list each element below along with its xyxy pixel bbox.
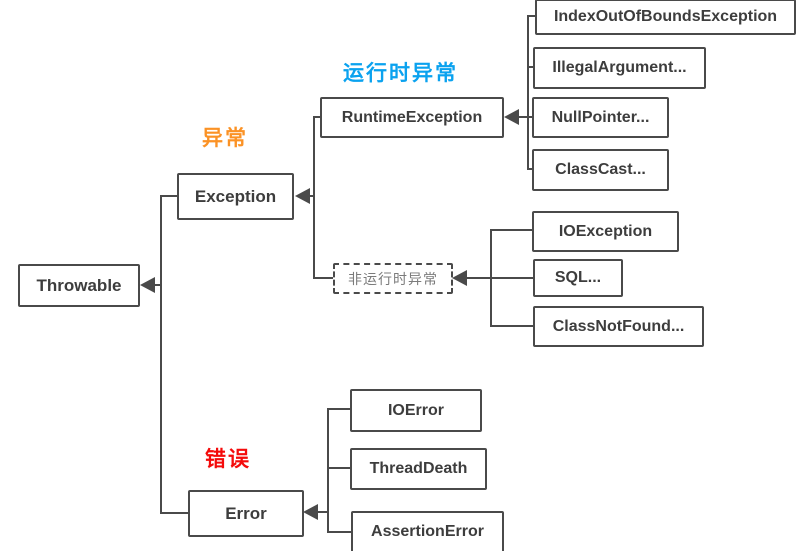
- node-illegal-argument: IllegalArgument...: [533, 47, 706, 89]
- arrowhead-into-non-runtime-icon: [452, 270, 467, 286]
- node-runtime-exception: RuntimeException: [320, 97, 504, 138]
- connector-line: [313, 277, 333, 279]
- node-throwable: Throwable: [18, 264, 140, 307]
- arrowhead-into-error-icon: [303, 504, 318, 520]
- node-error: Error: [188, 490, 304, 537]
- connector-line: [308, 195, 315, 197]
- connector-line: [327, 408, 350, 410]
- connector-line: [490, 325, 533, 327]
- connector-line: [490, 229, 532, 231]
- connector-line: [313, 116, 321, 118]
- node-assertion-error: AssertionError: [351, 511, 504, 551]
- arrowhead-into-throwable-icon: [140, 277, 155, 293]
- connector-line: [160, 512, 188, 514]
- node-sql: SQL...: [533, 259, 623, 297]
- connector-line: [327, 531, 351, 533]
- node-class-cast: ClassCast...: [532, 149, 669, 191]
- connector-line: [327, 409, 329, 533]
- node-non-runtime-exception: 非运行时异常: [333, 263, 453, 294]
- connector-line: [160, 196, 162, 514]
- node-io-exception: IOException: [532, 211, 679, 252]
- arrowhead-into-exception-icon: [295, 188, 310, 204]
- connector-line: [527, 16, 529, 169]
- connector-line: [327, 467, 350, 469]
- connector-line: [313, 116, 315, 278]
- annotation-error: 错误: [205, 448, 251, 471]
- node-io-error: IOError: [350, 389, 482, 432]
- node-exception: Exception: [177, 173, 294, 220]
- node-index-out-of-bounds-exception: IndexOutOfBoundsException: [535, 0, 796, 35]
- arrowhead-into-runtime-exception-icon: [504, 109, 519, 125]
- connector-line: [527, 168, 532, 170]
- connector-line: [518, 116, 532, 118]
- connector-line: [527, 66, 533, 68]
- connector-line: [160, 195, 177, 197]
- node-class-not-found: ClassNotFound...: [533, 306, 704, 347]
- node-null-pointer: NullPointer...: [532, 97, 669, 138]
- connector-line: [316, 511, 329, 513]
- annotation-exception: 异常: [202, 127, 248, 150]
- node-thread-death: ThreadDeath: [350, 448, 487, 490]
- connector-line: [152, 284, 162, 286]
- connector-line: [527, 15, 535, 17]
- connector-line: [465, 277, 533, 279]
- annotation-runtime-exception: 运行时异常: [343, 62, 458, 85]
